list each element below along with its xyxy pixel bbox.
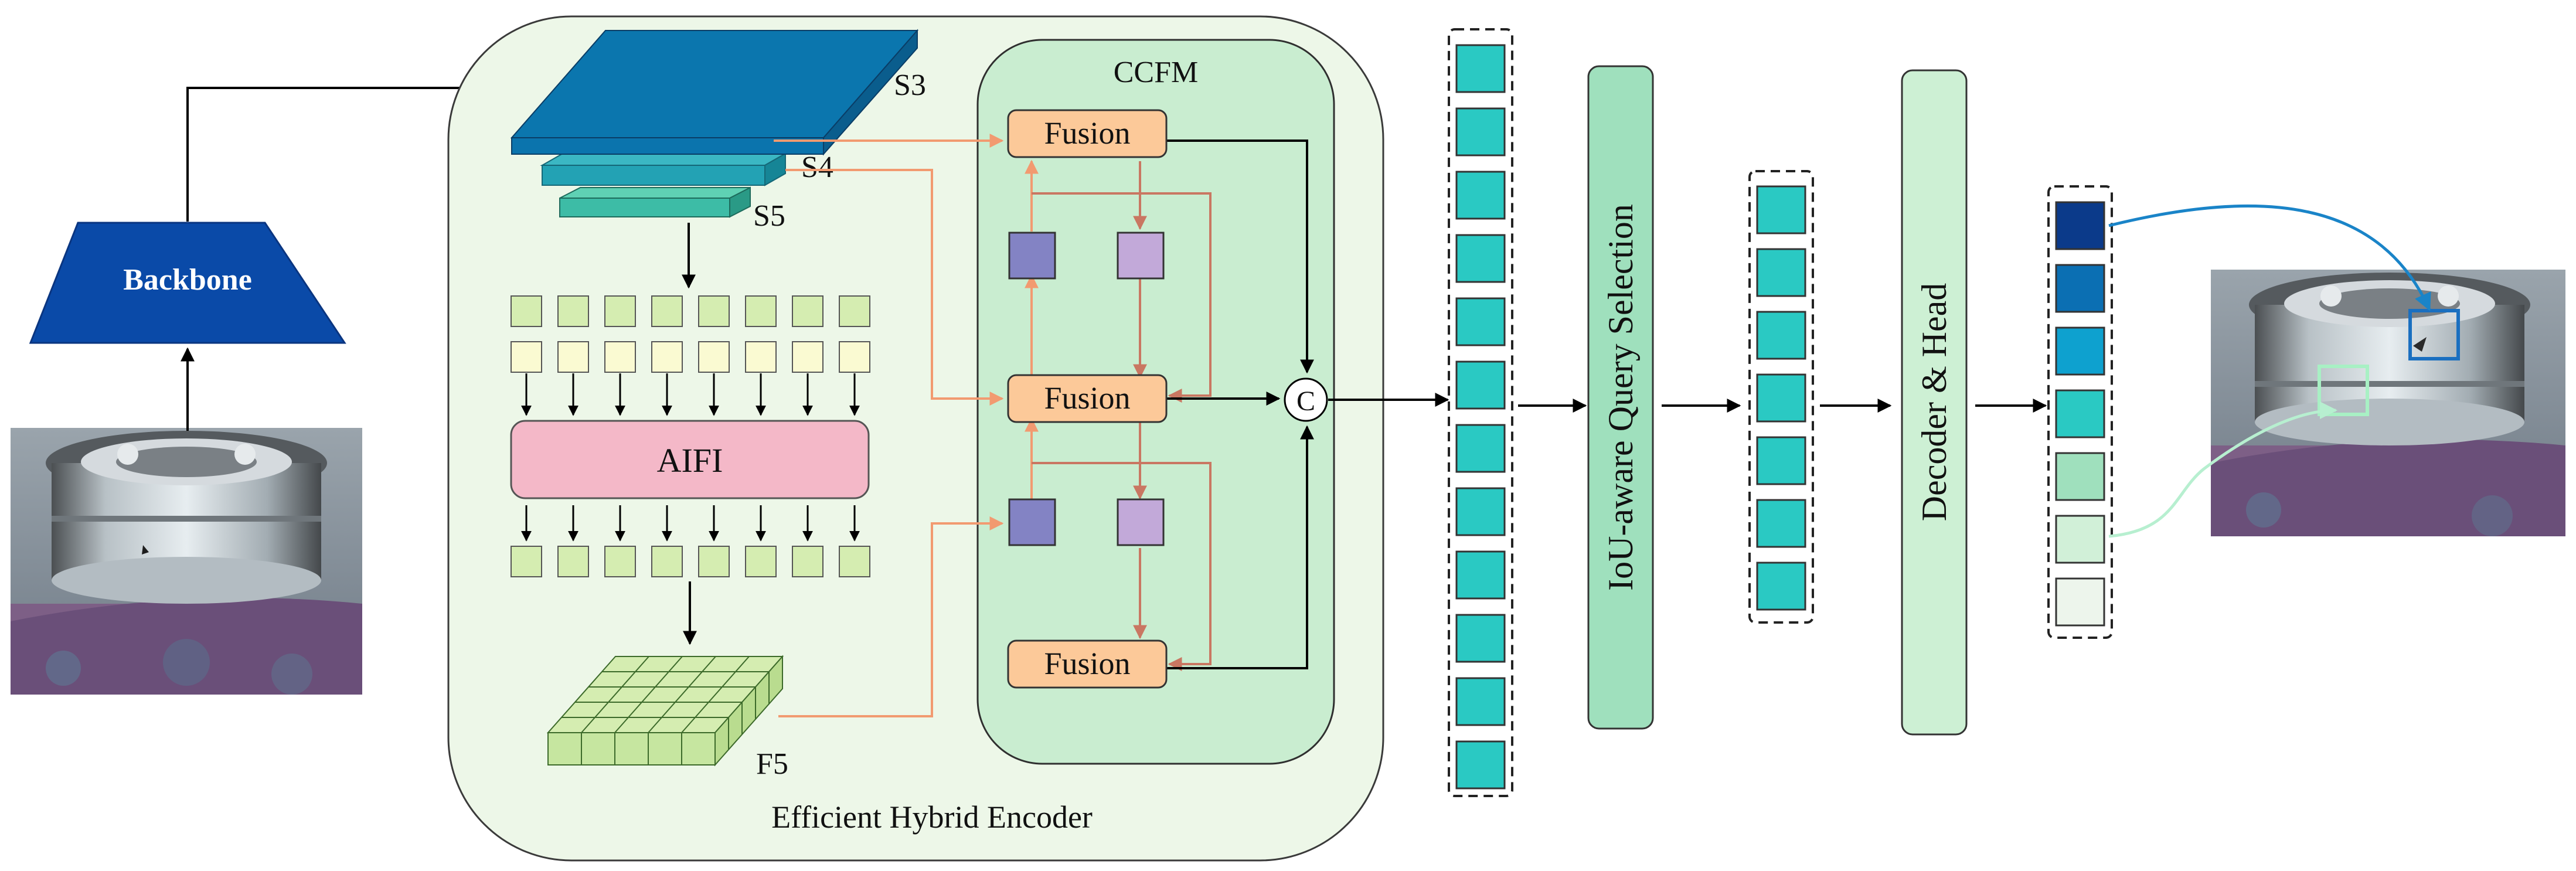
s3-label: S3: [894, 69, 926, 102]
aifi-to-tokens-arrows: [521, 505, 860, 542]
selected-query-tokens: [1756, 185, 1806, 611]
downsample-block-upper: [1008, 232, 1056, 280]
feature-stack: [510, 29, 919, 218]
aifi-output-tokens-row: [511, 546, 870, 577]
blue-prediction-link: [2108, 204, 2431, 311]
query-selection-block: [1587, 65, 1654, 730]
fusion-middle-label: Fusion: [1044, 380, 1130, 416]
output-detection-image: [2211, 270, 2565, 536]
downsample-block-lower: [1008, 498, 1056, 546]
predictions-group: [2047, 185, 2113, 639]
s5-label: S5: [753, 199, 785, 233]
ccfm-internal-arrows: [1025, 140, 1314, 671]
backbone-block: Backbone: [29, 222, 346, 344]
upsample-block-upper: [1117, 232, 1165, 280]
s4-label: S4: [801, 151, 833, 184]
concat-label: C: [1296, 386, 1315, 417]
fusion-block-top: [1007, 109, 1168, 158]
encoder-output-tokens: [1455, 44, 1506, 790]
prediction-tokens: [2055, 201, 2105, 627]
query-selection-label: IoU-aware Query Selection: [1601, 204, 1640, 591]
selected-queries-group: [1748, 170, 1814, 624]
detection-box-blue: [2408, 309, 2460, 360]
fusion-block-middle: [1007, 374, 1168, 423]
fusion-block-bottom: [1007, 639, 1168, 689]
input-bearing-image: [11, 428, 362, 695]
encoder-label: Efficient Hybrid Encoder: [771, 799, 1093, 835]
upsample-block-lower: [1117, 498, 1165, 546]
aifi-block: [510, 420, 870, 499]
aifi-label: AIFI: [657, 441, 723, 479]
tokens-to-aifi-arrows: [521, 373, 860, 416]
decoder-head-label: Decoder & Head: [1915, 283, 1954, 521]
fusion-bottom-label: Fusion: [1044, 646, 1130, 681]
fusion-top-label: Fusion: [1044, 115, 1130, 151]
concat-circle: [1284, 377, 1328, 422]
f5-label: F5: [756, 747, 788, 781]
detection-box-green: [2318, 365, 2369, 416]
mint-prediction-link: [2108, 402, 2337, 538]
flatten-tokens-top-row: [511, 295, 870, 327]
ccfm-label: CCFM: [1114, 56, 1199, 89]
decoder-head-block: [1901, 69, 1968, 736]
position-tokens-row: [511, 341, 870, 373]
backbone-label: Backbone: [123, 263, 252, 297]
scale-input-arrows: [774, 134, 1004, 717]
f5-feature-map: [546, 655, 784, 767]
backbone-to-s3-arrow: [186, 81, 547, 222]
